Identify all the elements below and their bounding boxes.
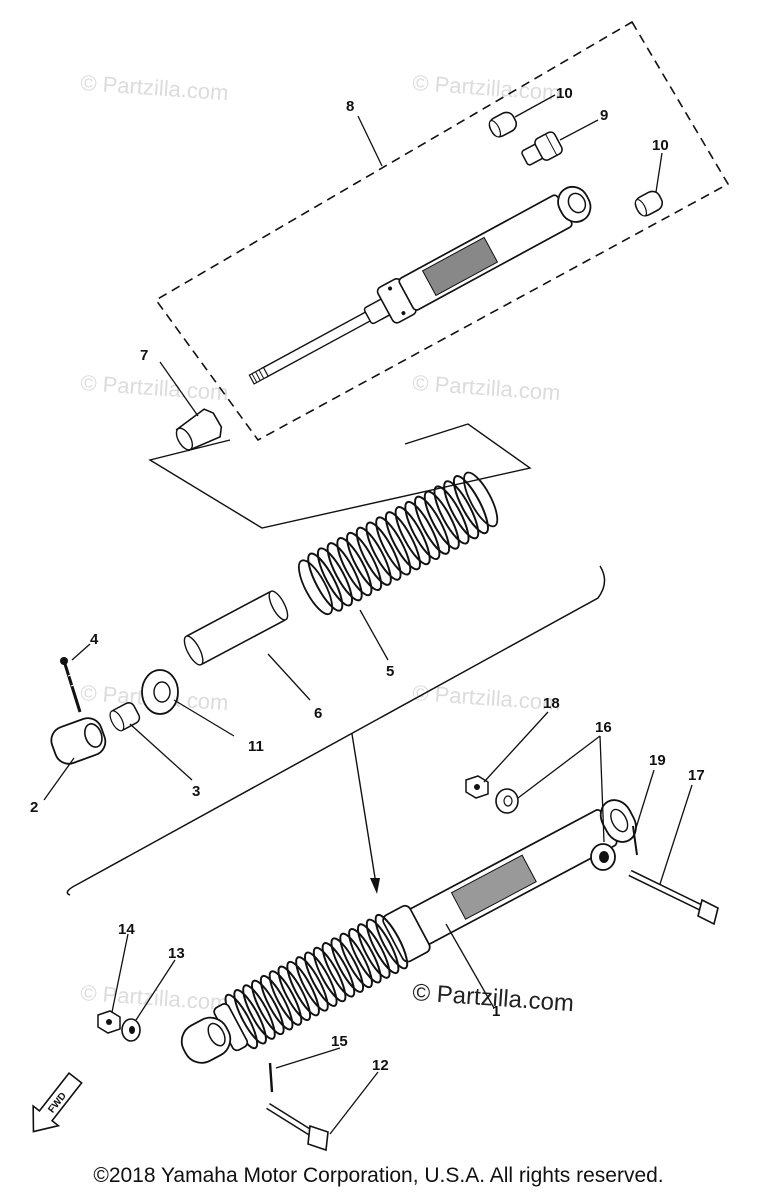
callout-10-top: 10 (556, 85, 573, 102)
copyright-notice: ©2018 Yamaha Motor Corporation, U.S.A. A… (93, 1164, 664, 1187)
callout-17: 17 (688, 767, 705, 784)
callout-10-right: 10 (652, 137, 669, 154)
watermark: © Partzilla.com (412, 370, 562, 405)
cotter-pin-19 (632, 825, 638, 856)
spring-seat-11 (141, 669, 179, 715)
bolt-4 (60, 657, 82, 713)
callout-19: 19 (649, 752, 666, 769)
washer-13 (121, 1018, 141, 1042)
nut-18 (465, 775, 489, 799)
spring-group-outline (148, 423, 532, 529)
cotter-pin-15 (268, 1062, 274, 1093)
watermark: © Partzilla.com (412, 70, 562, 105)
callout-2: 2 (30, 799, 38, 816)
callout-16: 16 (595, 719, 612, 736)
watermark: © Partzilla.com (412, 680, 562, 715)
callout-3: 3 (192, 783, 200, 800)
bump-stop-7 (175, 408, 223, 452)
assembly-arrow (351, 733, 377, 885)
bushing-10-right (634, 190, 664, 217)
callout-7: 7 (140, 347, 148, 364)
callout-6: 6 (314, 705, 322, 722)
collar-9 (521, 131, 563, 166)
callout-14: 14 (118, 921, 135, 938)
assembly-8-dashed-box (154, 20, 730, 442)
bushing-10-top (488, 111, 518, 138)
lower-eye-2 (50, 717, 107, 765)
callout-18: 18 (543, 695, 560, 712)
bolt-12 (266, 1103, 329, 1152)
watermark: © Partzilla.com (80, 980, 230, 1015)
bolt-17 (628, 869, 719, 926)
fwd-arrow-icon: FWD (32, 1071, 83, 1133)
callout-8: 8 (346, 98, 354, 115)
washer-16 (495, 788, 616, 871)
nut-14 (97, 1010, 121, 1034)
watermark: © Partzilla.com (80, 370, 230, 405)
callout-15: 15 (331, 1033, 348, 1050)
callout-5: 5 (386, 663, 394, 680)
assembled-shock-1 (180, 799, 637, 1064)
callouts: 1 2 3 4 5 6 7 8 9 10 10 11 12 13 14 15 1… (30, 85, 705, 1074)
watermark: © Partzilla.com (80, 70, 230, 105)
cover-tube-6 (183, 590, 289, 666)
leader-lines (43, 94, 693, 1135)
callout-13: 13 (168, 945, 185, 962)
spring-5 (298, 471, 499, 616)
callout-1: 1 (492, 1003, 500, 1020)
callout-4: 4 (90, 631, 99, 648)
assembly-arrow-head (370, 878, 380, 894)
callout-12: 12 (372, 1057, 389, 1074)
bushing-3 (109, 702, 141, 732)
damper-assembly (248, 185, 592, 385)
callout-9: 9 (600, 107, 608, 124)
group-bracket (66, 565, 606, 896)
callout-11: 11 (248, 738, 264, 755)
